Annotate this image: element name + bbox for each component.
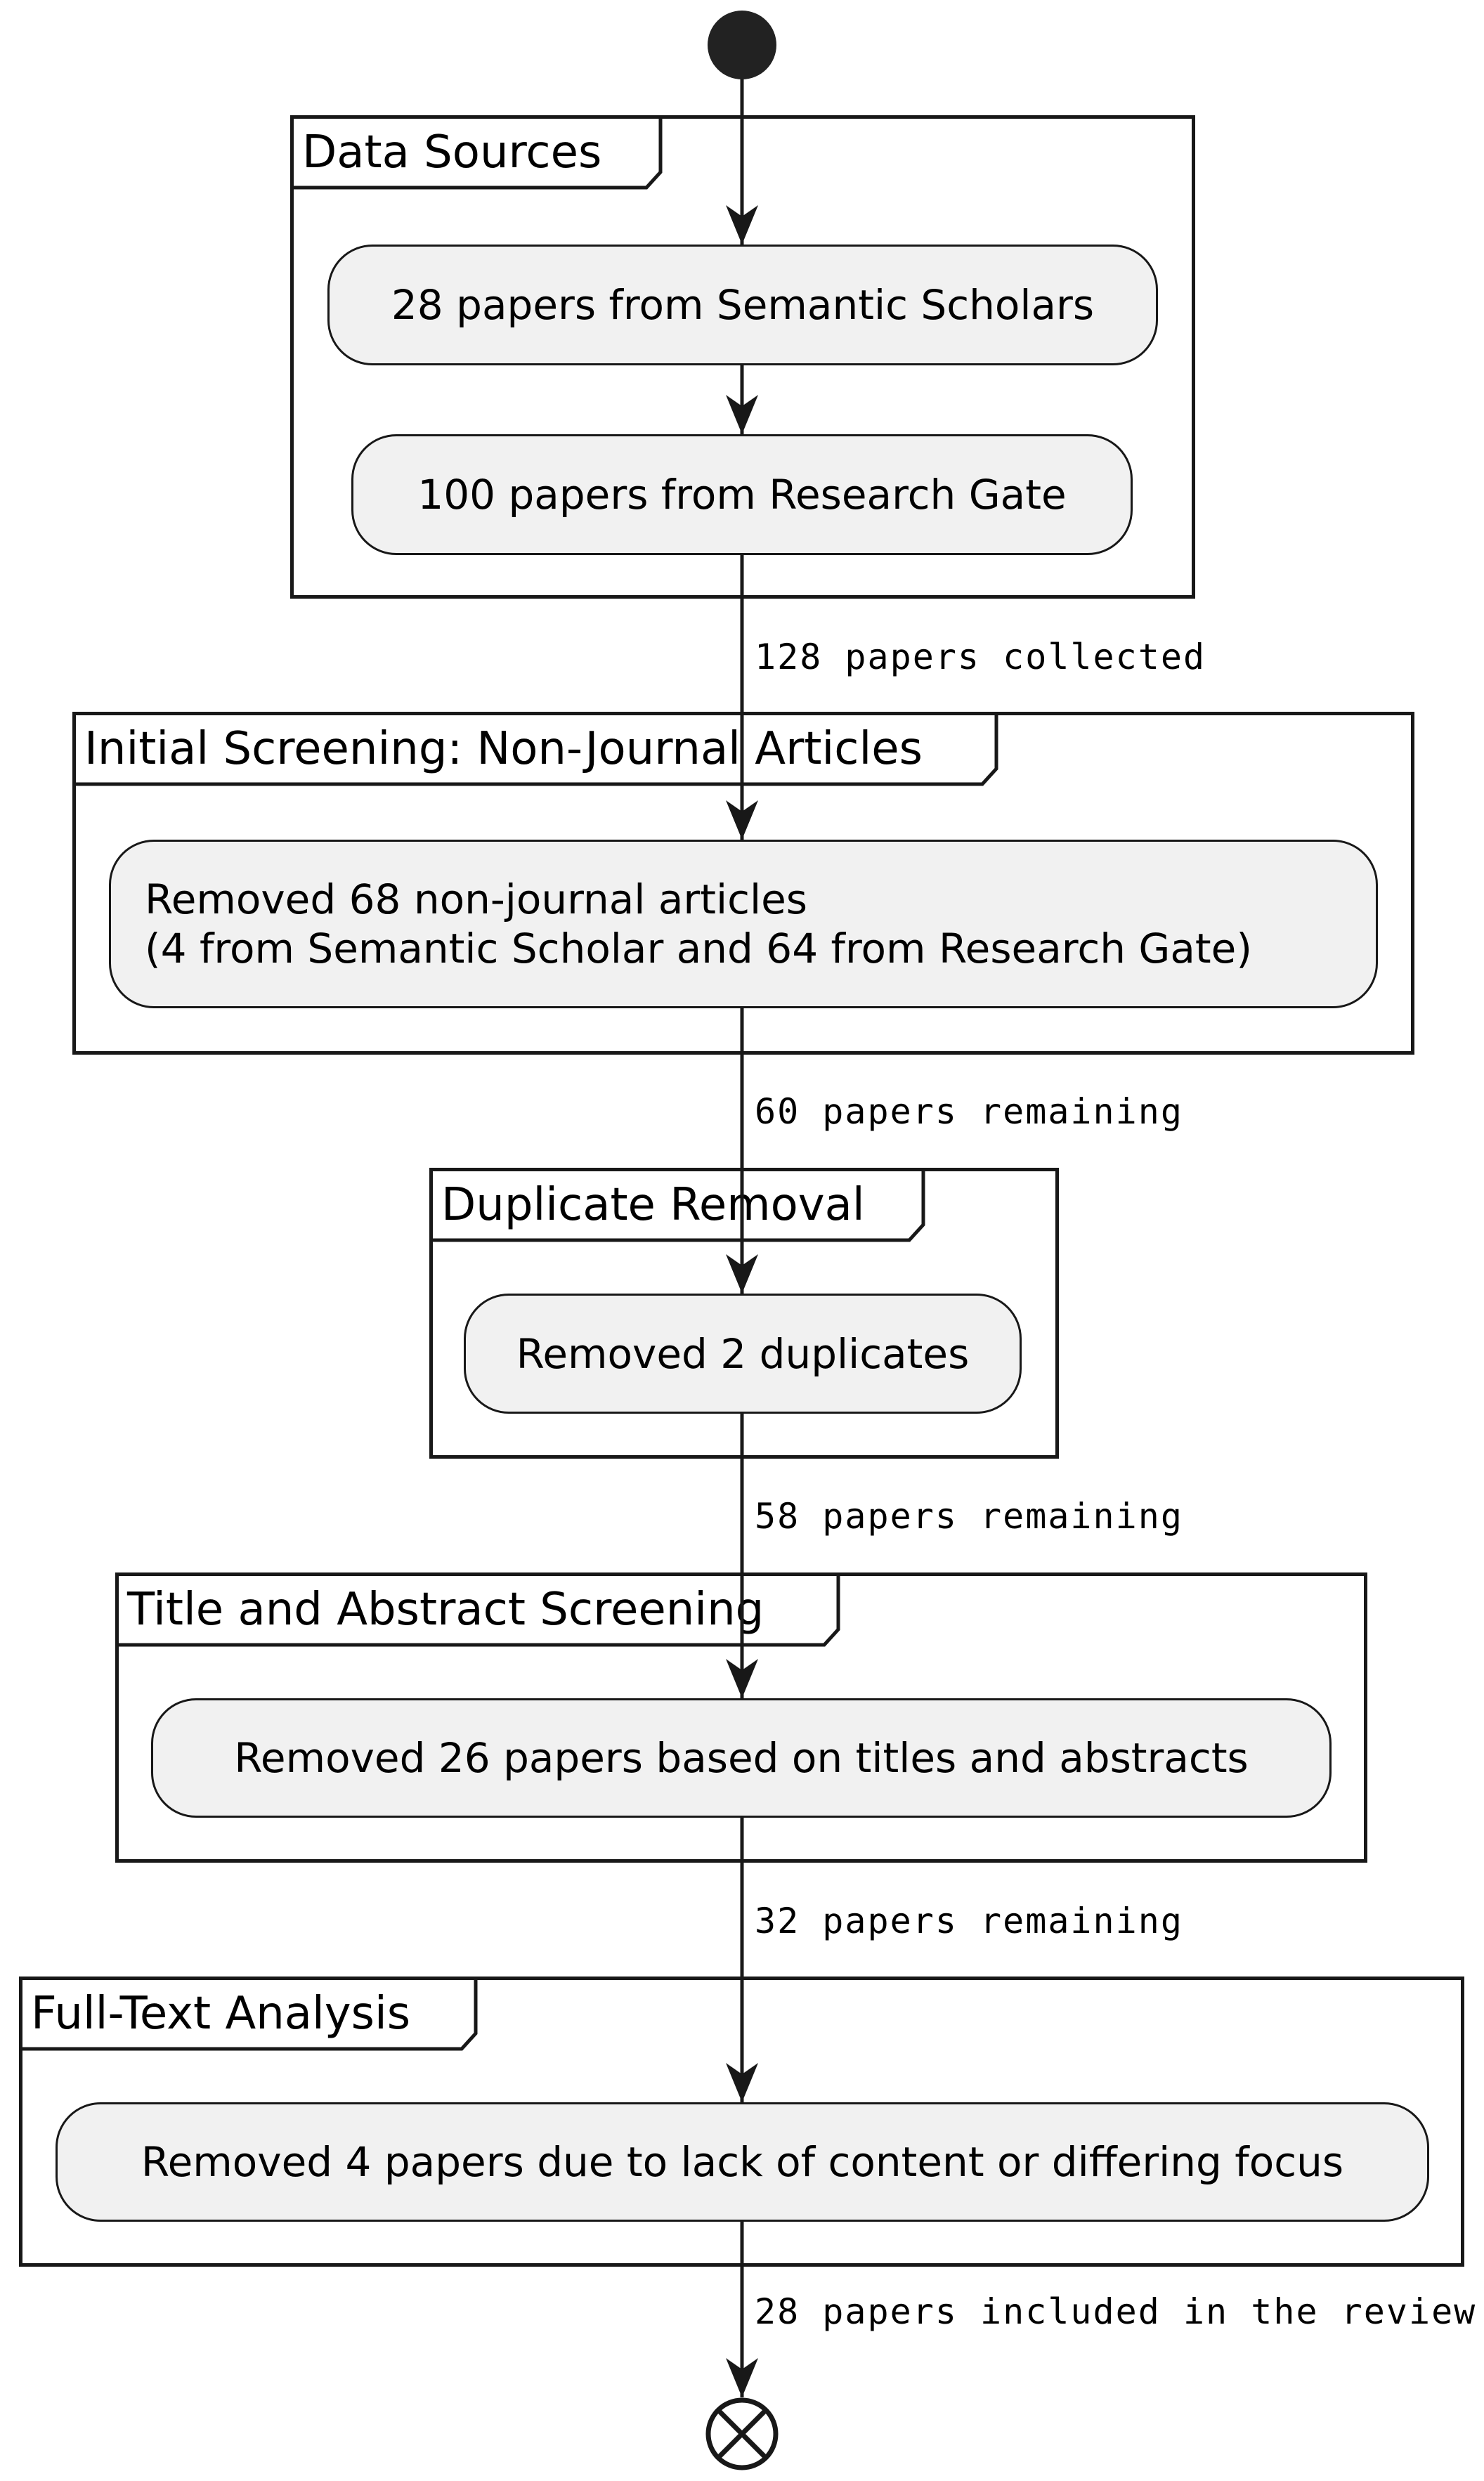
edge-label-60-remaining: 60 papers remaining: [755, 1091, 1183, 1132]
edge-label-collected: 128 papers collected: [755, 637, 1206, 677]
activity-duplicate-removal: Removed 2 duplicates: [464, 1294, 1022, 1414]
partition-title-full-text: Full-Text Analysis: [31, 1988, 411, 2040]
partition-tab: Full-Text Analysis: [22, 1980, 478, 2051]
partition-title-duplicate-removal: Duplicate Removal: [441, 1179, 865, 1231]
edge-label-included: 28 papers included in the review: [755, 2291, 1477, 2332]
activity-semantic-scholars: 28 papers from Semantic Scholars: [327, 245, 1158, 365]
activity-research-gate: 100 papers from Research Gate: [351, 434, 1133, 555]
partition-title-data-sources: Data Sources: [302, 126, 602, 178]
activity-title-abstract-removal: Removed 26 papers based on titles and ab…: [151, 1698, 1332, 1818]
activity-non-journal-removal: Removed 68 non-journal articles (4 from …: [109, 840, 1378, 1008]
partition-tab: Title and Abstract Screening: [119, 1576, 840, 1647]
partition-title-initial-screening: Initial Screening: Non-Journal Articles: [84, 723, 923, 775]
edge-label-58-remaining: 58 papers remaining: [755, 1496, 1183, 1537]
edge-label-32-remaining: 32 papers remaining: [755, 1901, 1183, 1941]
partition-tab: Initial Screening: Non-Journal Articles: [76, 715, 998, 786]
partition-title-title-abstract: Title and Abstract Screening: [127, 1584, 764, 1636]
partition-tab: Duplicate Removal: [433, 1171, 925, 1242]
partition-tab: Data Sources: [294, 119, 663, 190]
activity-full-text-removal: Removed 4 papers due to lack of content …: [56, 2102, 1429, 2222]
